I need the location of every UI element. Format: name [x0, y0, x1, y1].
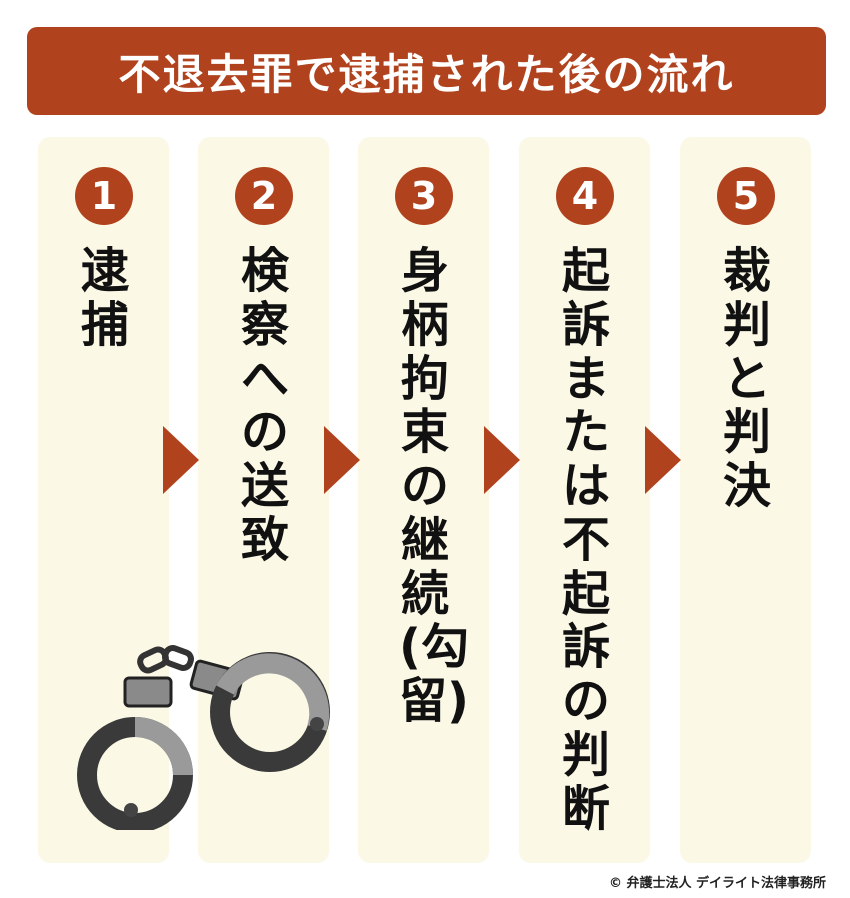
step-label-2: 検察への送致 — [240, 243, 289, 568]
step-number-1: 1 — [75, 167, 133, 225]
arrow-right-icon — [645, 426, 681, 494]
step-column-4: 4 起訴または不起訴の判断 — [519, 137, 650, 863]
copyright-notice: © 弁護士法人 デイライト法律事務所 — [608, 876, 826, 891]
step-number-4: 4 — [556, 167, 614, 225]
step-column-5: 5 裁判と判決 — [680, 137, 811, 863]
step-label-5: 裁判と判決 — [722, 243, 771, 514]
step-number-5: 5 — [717, 167, 775, 225]
step-column-2: 2 検察への送致 — [198, 137, 329, 863]
title-banner: 不退去罪で逮捕された後の流れ — [27, 27, 826, 115]
step-label-1: 逮捕 — [80, 243, 129, 353]
arrow-right-icon — [324, 426, 360, 494]
arrow-right-icon — [163, 426, 199, 494]
step-number-2: 2 — [235, 167, 293, 225]
step-label-4: 起訴または不起訴の判断 — [561, 243, 610, 837]
handcuffs-icon — [77, 645, 330, 830]
step-column-3: 3 身柄拘束の継続(勾留) — [358, 137, 489, 863]
page-title: 不退去罪で逮捕された後の流れ — [118, 49, 735, 99]
arrow-right-icon — [484, 426, 520, 494]
step-number-3: 3 — [395, 167, 453, 225]
step-label-3: 身柄拘束の継続(勾留) — [399, 243, 469, 729]
